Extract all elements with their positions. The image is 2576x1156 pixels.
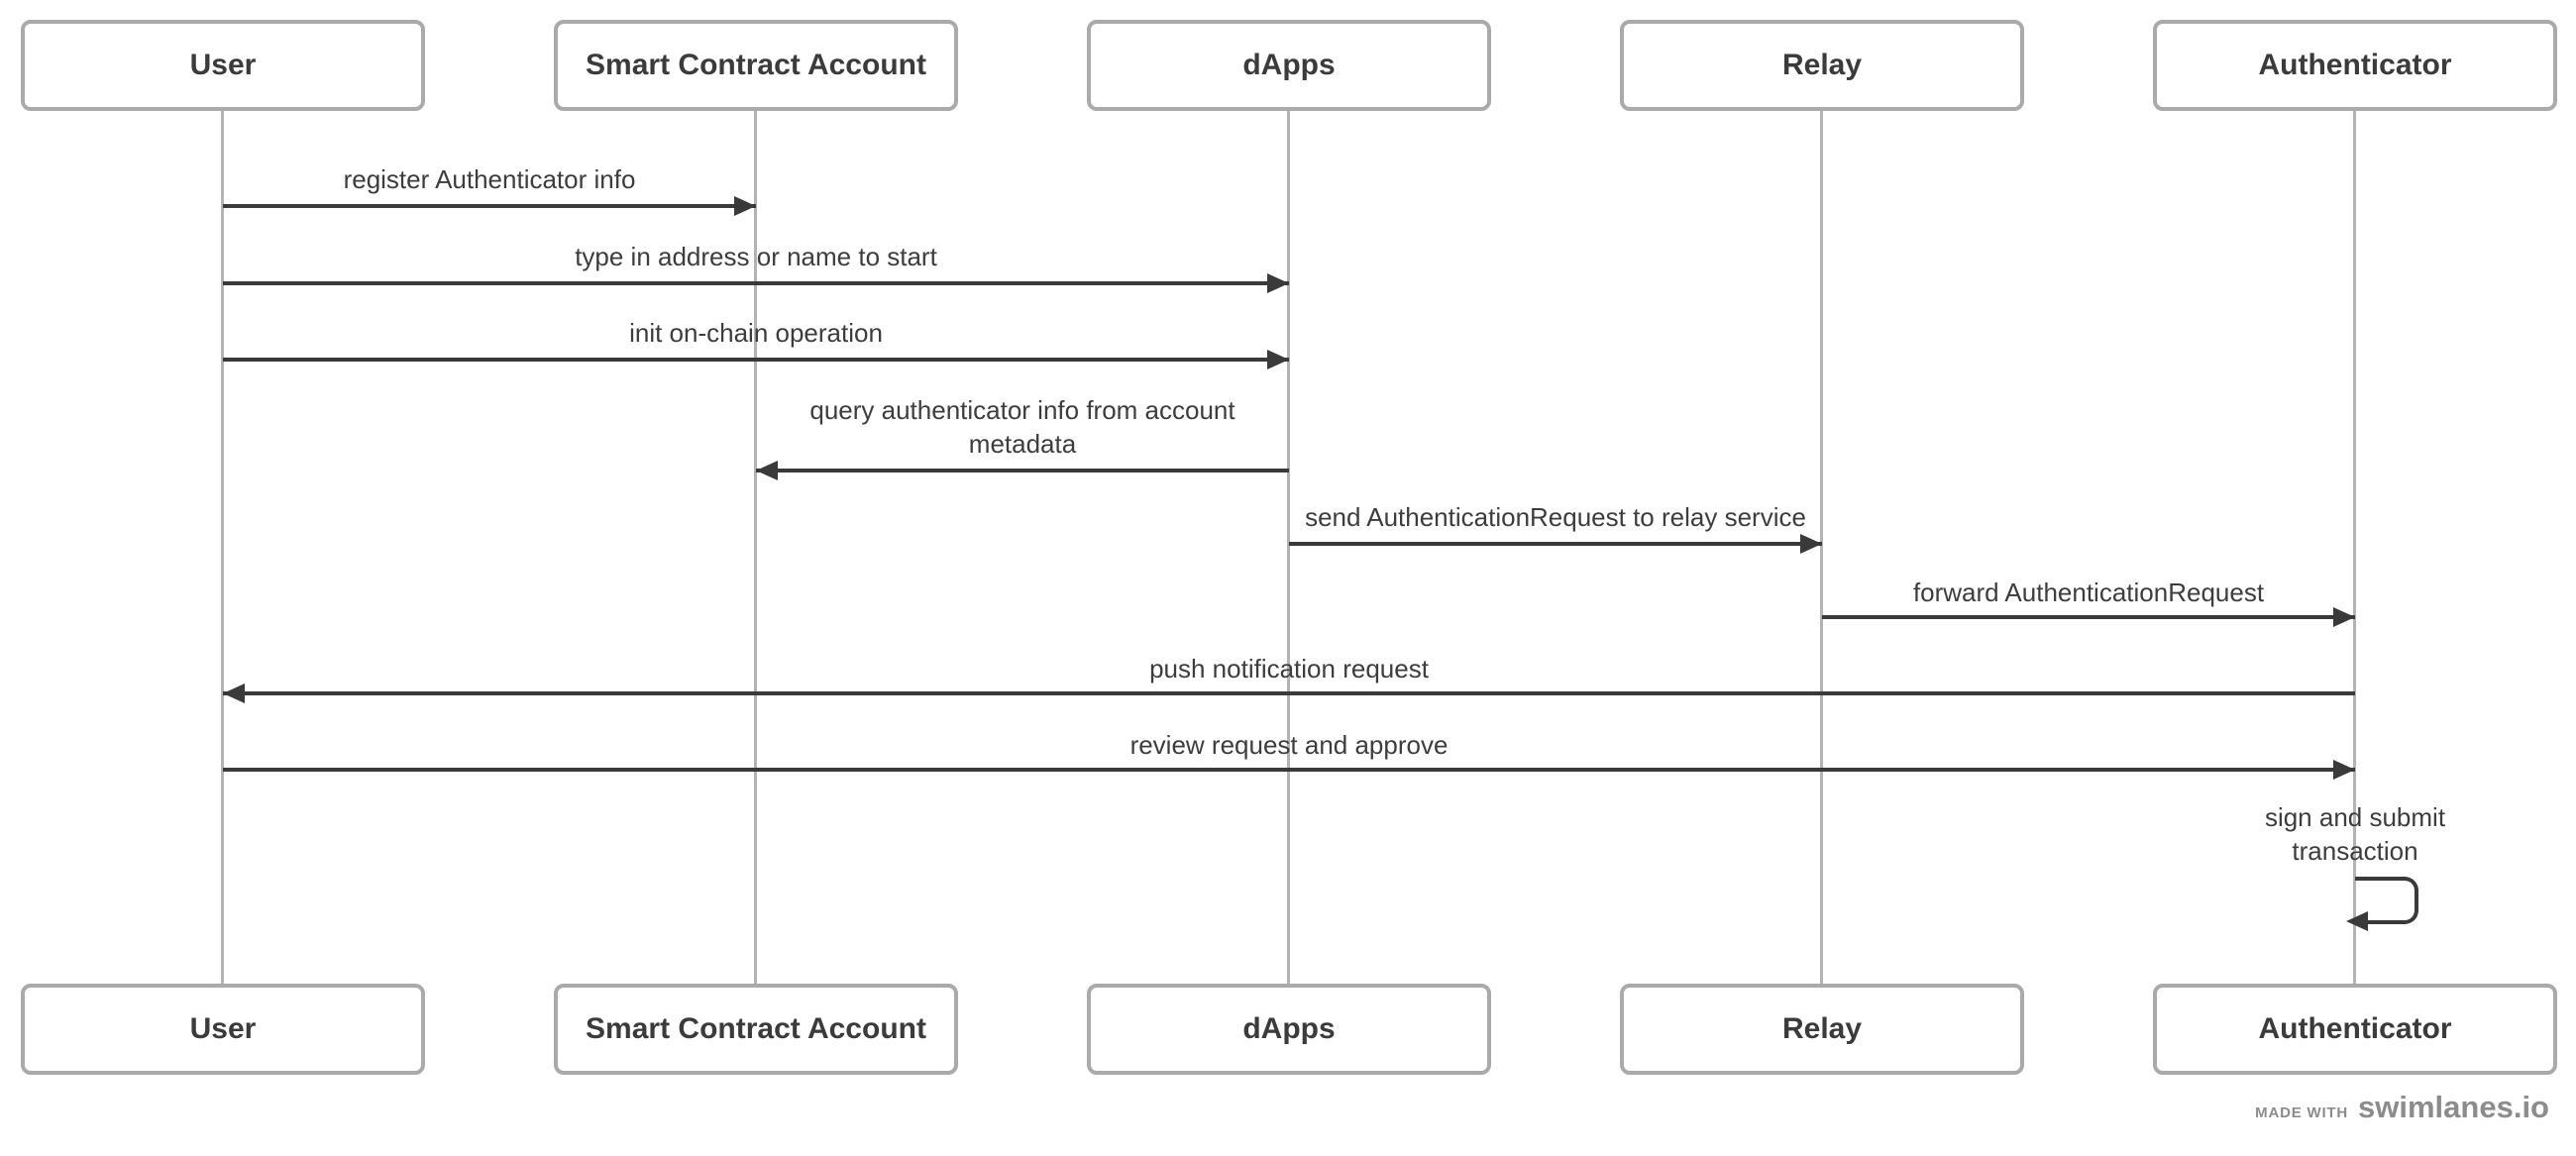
actor-box-user-bottom: User [21, 984, 425, 1075]
message-label: push notification request [1149, 654, 1429, 683]
message-label: send AuthenticationRequest to relay serv… [1305, 502, 1806, 532]
message-arrow-line [756, 469, 1289, 473]
message-label: sign and submit transaction [2264, 802, 2446, 866]
arrowhead-right-icon [734, 196, 756, 216]
lifeline-dapps [1287, 111, 1290, 984]
arrowhead-left-icon [756, 461, 778, 480]
message-arrow-line [1289, 542, 1822, 546]
actor-box-authenticator-bottom: Authenticator [2153, 984, 2557, 1075]
actor-box-user-top: User [21, 20, 425, 111]
actor-box-dapps-top: dApps [1087, 20, 1491, 111]
footer: MADE WITH swimlanes.io [2255, 1090, 2549, 1125]
made-with-label: MADE WITH [2255, 1104, 2349, 1121]
actor-label: Smart Contract Account [586, 49, 926, 81]
actor-label: Authenticator [2258, 49, 2452, 81]
self-loop-arrow [2355, 877, 2418, 924]
actor-label: dApps [1242, 1012, 1336, 1045]
message-arrow-line [223, 281, 1289, 285]
arrowhead-right-icon [1267, 350, 1289, 369]
actor-label: User [189, 49, 257, 81]
actor-label: User [189, 1012, 257, 1045]
actor-box-dapps-bottom: dApps [1087, 984, 1491, 1075]
arrowhead-right-icon [2333, 760, 2355, 780]
lifeline-user [221, 111, 224, 984]
message-arrow-line [1822, 615, 2355, 619]
actor-box-relay-top: Relay [1620, 20, 2024, 111]
message-label: type in address or name to start [575, 242, 937, 271]
arrowhead-right-icon [1800, 534, 1822, 554]
message-label: forward AuthenticationRequest [1912, 578, 2265, 607]
arrowhead-right-icon [2333, 607, 2355, 627]
actor-label: Authenticator [2258, 1012, 2452, 1045]
message-arrow-line [223, 358, 1289, 362]
arrowhead-right-icon [1267, 273, 1289, 293]
actor-label: Relay [1781, 1012, 1863, 1045]
message-arrow-line [223, 204, 756, 208]
message-arrow-line [223, 691, 2355, 695]
actor-label: Smart Contract Account [586, 1012, 926, 1045]
message-label: init on-chain operation [629, 318, 883, 348]
swimlanes-io-link[interactable]: swimlanes.io [2358, 1090, 2549, 1124]
actor-box-smart-contract-account-top: Smart Contract Account [554, 20, 958, 111]
actor-box-relay-bottom: Relay [1620, 984, 2024, 1075]
lifeline-smart-contract-account [754, 111, 757, 984]
message-label: query authenticator info from account me… [809, 395, 1235, 459]
message-label: register Authenticator info [343, 164, 636, 194]
message-arrow-line [223, 768, 2355, 772]
arrowhead-left-icon [223, 683, 245, 703]
actor-box-authenticator-top: Authenticator [2153, 20, 2557, 111]
message-label: review request and approve [1129, 730, 1449, 760]
actor-label: Relay [1781, 49, 1863, 81]
arrowhead-left-icon [2346, 911, 2368, 931]
actor-box-smart-contract-account-bottom: Smart Contract Account [554, 984, 958, 1075]
actor-label: dApps [1242, 49, 1336, 81]
lifeline-authenticator [2353, 111, 2356, 984]
